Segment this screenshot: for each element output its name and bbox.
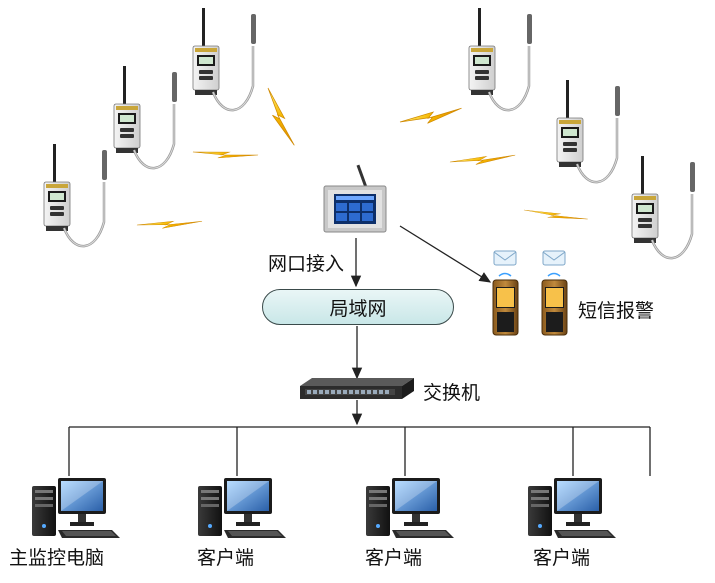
monitor-host-icon	[323, 164, 387, 233]
wireless-signal-icon	[399, 86, 462, 144]
sensor-icon	[42, 142, 109, 248]
label-client: 客户端	[533, 547, 591, 569]
network-switch-icon	[300, 378, 414, 399]
envelope-icon	[542, 250, 566, 266]
computer-icon	[366, 478, 454, 538]
computer-icon	[198, 478, 286, 538]
label-lan: 局域网	[329, 297, 387, 320]
sensor-icon	[630, 154, 697, 260]
label-client: 客户端	[197, 547, 255, 569]
sensor-icon	[467, 6, 534, 112]
phone-icon	[541, 272, 568, 336]
connector-line	[399, 225, 492, 283]
wireless-signal-icon	[523, 205, 589, 224]
lan-node: 局域网	[262, 289, 454, 325]
computer-icon	[528, 478, 616, 538]
label-switch: 交换机	[423, 382, 481, 404]
sensor-icon	[191, 6, 258, 112]
wireless-signal-icon	[250, 87, 313, 146]
wireless-signal-icon	[192, 138, 259, 169]
label-main-pc: 主监控电脑	[9, 547, 105, 569]
label-network-access: 网口接入	[268, 253, 345, 275]
computer-icon	[32, 478, 120, 538]
envelope-icon	[493, 250, 517, 266]
sensor-icon	[555, 78, 622, 184]
sensor-icon	[112, 64, 179, 170]
wireless-signal-icon	[449, 138, 516, 180]
phone-icon	[492, 272, 519, 336]
label-sms-alarm: 短信报警	[578, 300, 655, 322]
label-client: 客户端	[365, 547, 423, 569]
wireless-signal-icon	[136, 205, 203, 242]
